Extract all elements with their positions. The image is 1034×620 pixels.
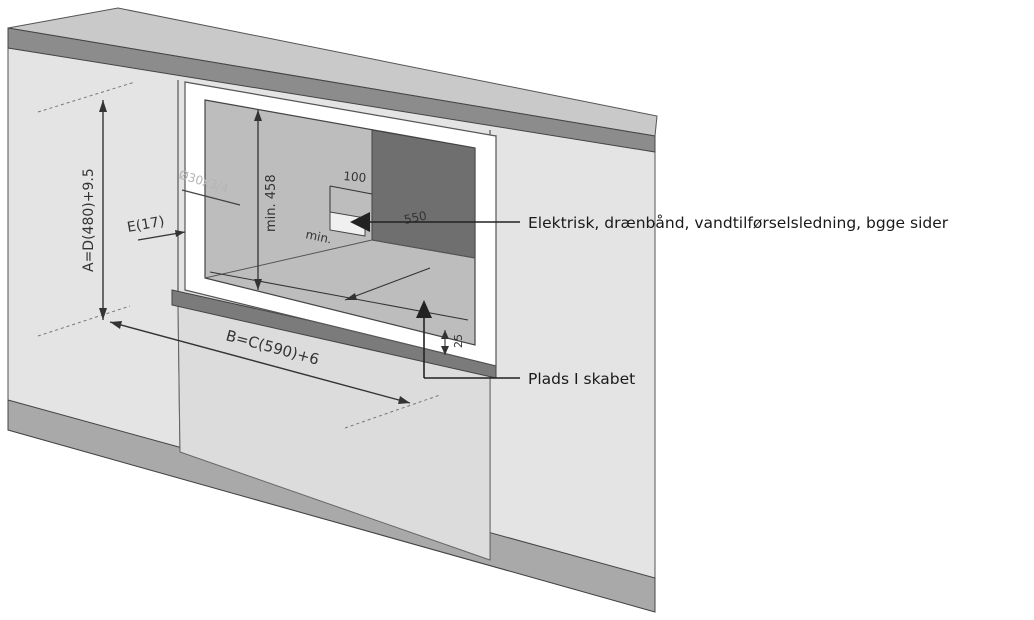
cavity-floor-right [371, 239, 476, 259]
dim-a-arrow-top [99, 100, 107, 112]
countertop-front [7, 27, 656, 153]
dim-25-arrow-bottom [441, 346, 449, 355]
dim-e-label: E(17) [126, 214, 166, 236]
dim-100-line [329, 185, 373, 195]
dim-458-label: min. 458 [264, 174, 279, 232]
cavity-floor-back [204, 239, 373, 279]
dim-b-arrow-left [110, 321, 122, 329]
outlet-pointer-arrow [350, 212, 370, 232]
dim-a-arrow-bottom [99, 308, 107, 320]
dim-min-label: min. [304, 227, 333, 246]
callout-electrical: Elektrisk, drænbånd, vandtilførselsledni… [528, 214, 949, 232]
dim-b-arrow-right [398, 396, 410, 404]
recess-panel [371, 129, 476, 259]
dashed-ref-bottom [37, 305, 131, 337]
dashed-ref-top [37, 81, 136, 113]
dim-100-label: 100 [343, 169, 367, 185]
space-pointer-arrow [416, 300, 432, 318]
dim-b-line [109, 321, 411, 404]
callout-cabinet-space: Plads I skabet [528, 370, 635, 388]
dim-a-label: A=D(480)+9.5 [81, 168, 97, 272]
outlet-box [329, 211, 366, 237]
dim-25-arrow-top [441, 330, 449, 339]
dim-faded-line [181, 189, 241, 206]
dim-25-label: 25 [452, 334, 465, 348]
dashed-ref-floor [344, 394, 441, 429]
dim-458-arrow-top [254, 110, 262, 121]
dim-e-arrow [175, 230, 185, 237]
dim-550-line [344, 267, 431, 301]
